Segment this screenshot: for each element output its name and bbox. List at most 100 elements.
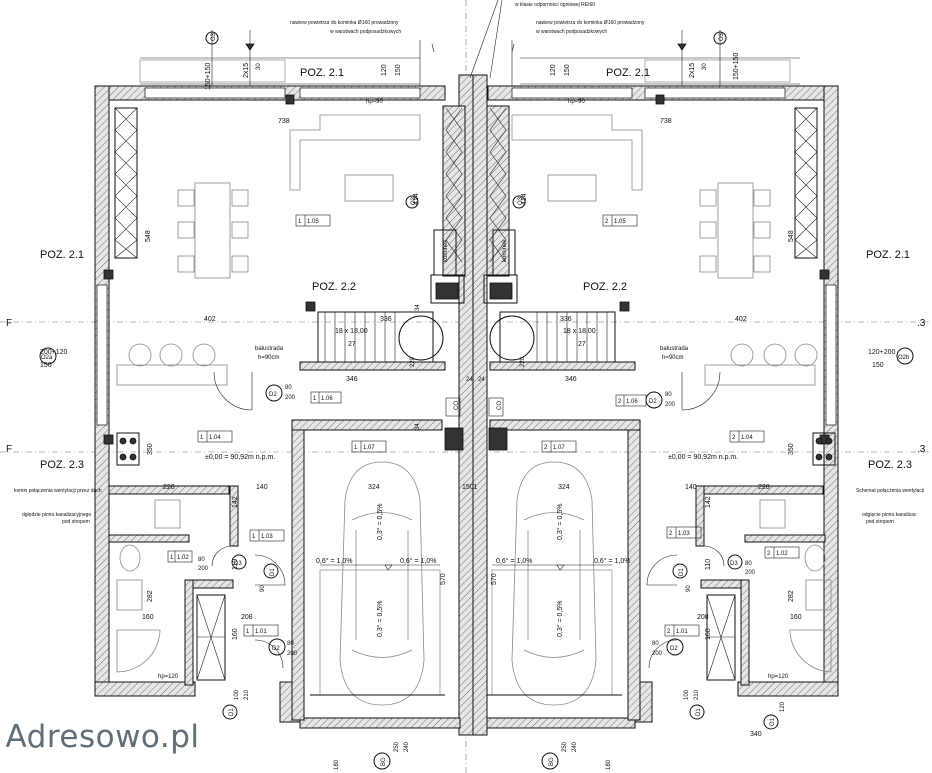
dim-160-v-left: 160 [232,628,239,640]
dim-240-left: 240 [404,741,410,752]
tag-bg-right: BG [549,757,555,766]
dim-200-d3-right: 200 [745,570,756,576]
dim-2x15-right: 2x15 [689,63,696,78]
rail-h-left: h=90cm [258,355,280,361]
room-unit-2e: 2 [669,531,673,537]
dim-120-o1: 120 [780,701,786,712]
tag-circles [39,31,914,770]
dim-110-left: 110 [232,559,239,570]
dim-402-left: 402 [204,316,216,323]
room-1-07: 1.07 [363,445,375,451]
dim-208-right: 208 [697,614,709,621]
dim-200-d2-right: 200 [665,402,676,408]
dim-210-left: 210 [244,689,250,700]
section-arrows [245,0,687,79]
dim-34-bottom: 34 [415,423,421,430]
brace-columns [103,94,830,681]
dim-100-left: 100 [234,689,240,700]
fireplace-label-left: kominek [443,239,449,262]
stairs-label-left: 18 x 18,00 [335,328,368,335]
dim-200-d2-left: 200 [285,395,296,401]
dim-220-left: 220 [410,356,416,367]
dim-120-top-right: 120 [550,64,557,76]
room-unit-2f: 2 [767,551,771,557]
rail-h-right: h=90cm [662,355,684,361]
annotations: w klasie odporności ogniowej REI60 nawie… [6,2,926,770]
dim-402-right: 402 [735,316,747,323]
dim-80-d2-left: 80 [285,385,292,391]
doors [211,371,725,669]
room-1-02: 1.02 [177,555,189,561]
watermark-text: Adresowo.pl [5,718,200,755]
dim-150-right: 150 [872,362,884,369]
tag-d1-left: D1 [270,568,276,576]
dim-2x15-left: 2x15 [243,63,250,78]
chimney-note-right-2: w warstwach podposadzkowych [536,29,607,35]
dim-140-right: 140 [685,484,697,491]
exterior-walls [94,74,839,736]
room-unit-1f: 1 [170,555,174,561]
tag-dz-left: D1 [229,708,235,716]
dim-350-right: 350 [788,443,795,455]
poz-2-2-left: POZ. 2.2 [312,281,356,293]
rail-label-right: balustrada [660,346,689,352]
stairs-count-right: 27 [578,341,586,348]
dim-150-top-left: 150 [395,64,402,76]
room-label-boxes [167,214,800,637]
room-2-01: 1.01 [676,629,688,635]
dim-34-top: 34 [415,304,421,311]
dim-80-d2b-right: 80 [652,641,659,647]
room-2-04: 1.04 [741,435,753,441]
top-dimension-band [139,30,800,90]
tag-d3-left: D3 [234,561,242,567]
dim-350-left: 350 [147,443,154,455]
drain-note-right-1: odgięcie pionu kanalizac [862,512,917,518]
level-right: ±0,00 = 90,92m n.p.m. [668,454,738,461]
poz-2-3-left: POZ. 2.3 [40,459,84,471]
dim-200-d3-left: 200 [198,566,209,572]
tag-d2-lower-left: D2 [272,646,280,652]
room-unit-1e: 1 [252,534,256,540]
hp90-left: hp=90 [366,99,384,105]
vent-note-right: Schemat połączenia wentylacji [856,488,924,494]
dim-150-left: 150 [40,362,52,369]
poz-2-3-right: POZ. 2.3 [868,459,912,471]
dim-30-top-left: 30 [256,63,262,70]
hp90-right: hp=90 [568,99,586,105]
dim-200-120: 200+120 [40,349,68,356]
room-unit-1b: 1 [313,396,317,402]
fire-class-note: w klasie odporności ogniowej REI60 [515,2,595,8]
rail-label-left: balustrada [255,346,284,352]
dim-160-v-right: 160 [705,628,712,640]
dim-210-right: 210 [694,689,700,700]
dim-142-left: 142 [232,496,239,508]
tag-co-right: CO [497,401,503,410]
dim-1501: 1501 [462,484,478,491]
tag-o1: O1 [770,717,776,726]
chimney-note-left-2: w warstwach podposadzkowych [330,29,401,35]
poz-2-1-top-right: POZ. 2.1 [606,67,650,79]
drain-note-left-2: pod stropem [62,519,90,525]
tag-o2a: O2a [41,355,53,361]
dim-150-top-right: 150 [564,64,571,76]
dim-30-top-right: 30 [702,63,708,70]
dim-346-left: 346 [346,376,358,383]
dim-548-right: 548 [788,230,795,242]
dim-738-right: 738 [660,118,672,125]
drain-note-left-1: dględzie pionu kanalizacyjnego [22,512,91,518]
dim-282-left: 282 [147,590,154,602]
dim-24-right: 24 [478,377,485,383]
room-1-01: 1.01 [255,629,267,635]
room-unit-1d: 1 [200,435,204,441]
dim-250-left: 250 [394,741,400,752]
room-1-04: 1.04 [209,435,221,441]
level-left: ±0,00 = 90,92m n.p.m. [205,454,275,461]
stairs-count-left: 27 [348,341,356,348]
poz-2-1-right: POZ. 2.1 [866,249,910,261]
dim-240-right: 240 [572,741,578,752]
dim-160-right: 160 [790,614,802,621]
dim-340: 340 [750,731,762,738]
axis-letter-f-upper: F [6,318,12,329]
dim-140-left: 140 [256,484,268,491]
garage-cars [310,461,622,706]
